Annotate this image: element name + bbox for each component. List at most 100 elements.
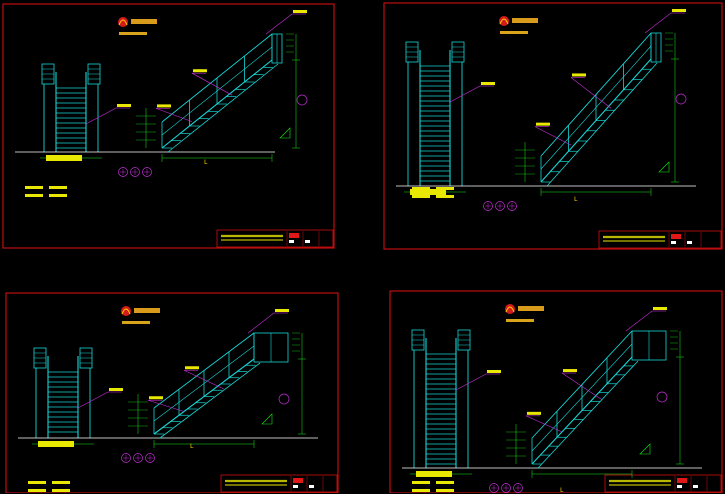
title-block-mark	[693, 485, 698, 488]
callout-text	[149, 396, 163, 400]
stair-stringer-lower	[159, 362, 261, 439]
section-symbol	[133, 453, 143, 463]
title-block	[220, 474, 338, 493]
code-text	[412, 481, 430, 484]
logo-text-bar	[131, 19, 157, 24]
callout-text	[527, 411, 541, 415]
section-symbol	[121, 453, 131, 463]
callout-text	[157, 104, 171, 108]
section-symbol	[130, 167, 140, 177]
callout-leader	[85, 107, 117, 125]
section-symbol	[118, 167, 128, 177]
title-block-mark	[289, 233, 299, 238]
callout-leader	[449, 85, 481, 103]
section-symbol	[495, 201, 505, 211]
sheet-frame	[383, 2, 723, 250]
stair-stringer-lower	[537, 360, 639, 469]
code-text	[25, 186, 43, 189]
code-text	[412, 489, 430, 492]
logo-subtitle-bar	[119, 32, 147, 35]
detail-circle	[296, 94, 308, 106]
code-text	[25, 194, 43, 197]
callout-text	[672, 9, 686, 12]
title-block-mark	[293, 478, 303, 483]
callout-leader	[570, 77, 612, 109]
dim-text-box	[38, 441, 74, 447]
section-symbol	[142, 167, 152, 177]
drawing-sheet-1	[2, 3, 335, 249]
code-text	[412, 187, 430, 190]
callout-text	[185, 366, 199, 370]
logo-icon-flame	[499, 18, 509, 25]
section-symbol	[483, 201, 493, 211]
sheet-frame	[5, 292, 339, 493]
callout-leader	[155, 108, 193, 122]
callout-leader	[191, 72, 233, 96]
code-text	[436, 187, 454, 190]
title-block-mark	[671, 241, 676, 244]
sheet-frame	[2, 3, 335, 249]
title-block-mark	[305, 240, 310, 243]
angle-marker	[261, 413, 273, 425]
logo-icon-flame	[505, 306, 515, 313]
code-text	[49, 194, 67, 197]
callout-leader	[561, 372, 603, 401]
logo-icon	[505, 304, 515, 314]
code-text	[412, 195, 430, 198]
callout-leader	[455, 373, 487, 391]
detail-circle	[656, 391, 668, 403]
code-text	[52, 489, 70, 492]
callout-text	[275, 309, 289, 312]
code-text	[436, 195, 454, 198]
logo-subtitle-bar	[122, 321, 150, 324]
title-block-mark	[687, 241, 692, 244]
title-block-mark	[309, 485, 314, 488]
drawing-sheet-2	[383, 2, 723, 250]
logo-icon	[499, 16, 509, 26]
title-block-mark	[293, 485, 298, 488]
callout-text	[653, 307, 667, 310]
logo-icon-flame	[118, 19, 128, 26]
callout-leader	[77, 391, 109, 409]
logo-text-bar	[512, 18, 538, 23]
callout-leader	[247, 312, 275, 334]
logo-text-bar	[134, 308, 160, 313]
title-block	[216, 229, 334, 248]
code-text	[49, 186, 67, 189]
section-symbol	[507, 201, 517, 211]
callout-text	[293, 10, 307, 13]
angle-marker	[279, 127, 291, 139]
dim-text-box	[410, 189, 446, 195]
detail-circle	[278, 393, 290, 405]
logo-text-bar	[518, 306, 544, 311]
callout-text	[193, 69, 207, 73]
title-block-mark	[671, 234, 681, 239]
sheet-frame	[389, 290, 723, 493]
code-text	[436, 489, 454, 492]
title-block-mark	[289, 240, 294, 243]
section-symbol	[145, 453, 155, 463]
title-block	[598, 230, 722, 249]
code-text	[28, 489, 46, 492]
code-text	[436, 481, 454, 484]
drawing-sheet-3	[5, 292, 339, 493]
title-block	[604, 474, 722, 493]
callout-leader	[644, 12, 672, 34]
callout-text	[487, 370, 501, 373]
stair-stringer-lower	[167, 63, 279, 153]
title-block-mark	[677, 478, 687, 483]
title-block-mark	[677, 485, 682, 488]
angle-marker	[658, 161, 670, 173]
logo-icon-flame	[121, 308, 131, 315]
angle-marker	[639, 443, 651, 455]
code-text	[52, 481, 70, 484]
dim-text-box	[416, 471, 452, 477]
callout-text	[481, 82, 495, 85]
callout-text	[117, 104, 131, 107]
dim-text-box	[46, 155, 82, 161]
callout-leader	[183, 369, 225, 390]
callout-text	[572, 73, 586, 77]
logo-subtitle-bar	[506, 319, 534, 322]
